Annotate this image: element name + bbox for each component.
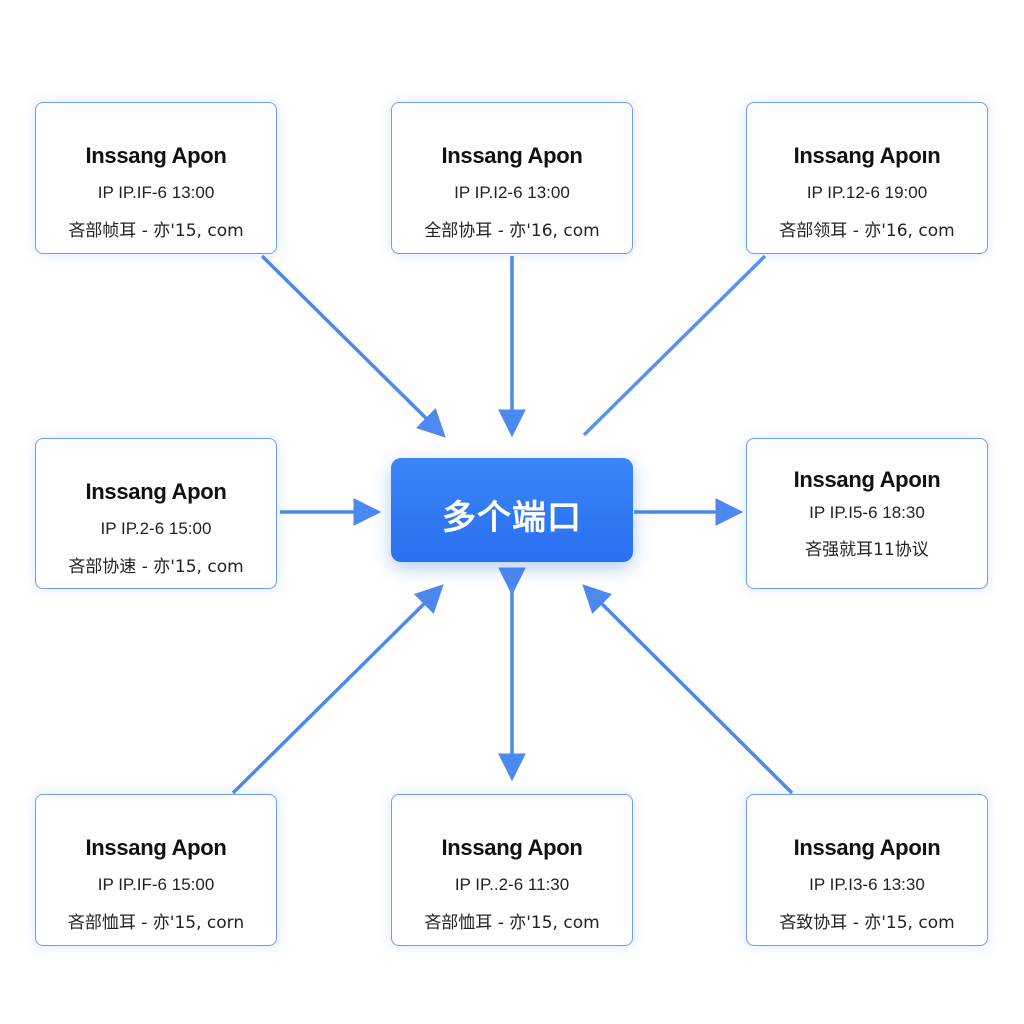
node-detail: 吝部领耳 - 亦'16, com — [779, 221, 955, 241]
node-title: Inssang Apon — [85, 143, 227, 168]
node-top-center[interactable]: Inssang Apon IP IP.I2-6 13:00 全部协耳 - 亦'1… — [391, 102, 633, 254]
node-title: Inssang Apon — [85, 835, 227, 860]
node-ip: IP IP.I2-6 13:00 — [454, 183, 570, 202]
node-title: Inssang Apon — [85, 479, 227, 504]
node-detail: 吝部协速 - 亦'15, com — [68, 557, 244, 577]
node-detail: 吝强就耳11协议 — [805, 540, 929, 560]
node-detail: 吝致协耳 - 亦'15, com — [779, 913, 955, 933]
node-ip: IP IP..2-6 11:30 — [454, 875, 570, 894]
node-title: Inssang Apoın — [793, 835, 941, 860]
node-ip: IP IP.2-6 15:00 — [100, 519, 212, 538]
node-ip: IP IP.I3-6 13:30 — [809, 875, 925, 894]
node-title: Inssang Apon — [441, 143, 583, 168]
connector-top-left — [260, 254, 446, 438]
hub-node[interactable]: 多个端口 — [391, 458, 633, 562]
node-bottom-left[interactable]: Inssang Apon IP IP.IF-6 15:00 吝部恤耳 - 亦'1… — [35, 794, 277, 946]
node-top-left[interactable]: Inssang Apon IP IP.IF-6 13:00 吝部帧耳 - 亦'1… — [35, 102, 277, 254]
node-ip: IP IP.IF-6 15:00 — [97, 875, 215, 894]
node-top-right[interactable]: Inssang Apoın IP IP.12-6 19:00 吝部领耳 - 亦'… — [746, 102, 988, 254]
connector-bottom-left — [231, 584, 444, 795]
node-title: Inssang Apoın — [793, 467, 941, 492]
node-left-middle[interactable]: Inssang Apon IP IP.2-6 15:00 吝部协速 - 亦'15… — [35, 438, 277, 589]
connector-bottom-right — [582, 584, 794, 795]
node-detail: 吝部帧耳 - 亦'15, com — [68, 221, 244, 241]
node-bottom-right[interactable]: Inssang Apoın IP IP.I3-6 13:30 吝致协耳 - 亦'… — [746, 794, 988, 946]
hub-label: 多个端口 — [442, 498, 582, 538]
node-ip: IP IP.IF-6 13:00 — [97, 183, 215, 202]
node-detail: 吝部恤耳 - 亦'15, com — [424, 913, 600, 933]
node-detail: 全部协耳 - 亦'16, com — [424, 221, 600, 241]
node-title: Inssang Apon — [441, 835, 583, 860]
node-ip: IP IP.I5-6 18:30 — [809, 503, 925, 522]
node-detail: 吝部恤耳 - 亦'15, corn — [67, 913, 245, 933]
node-right-middle[interactable]: Inssang Apoın IP IP.I5-6 18:30 吝强就耳11协议 — [746, 438, 988, 589]
node-ip: IP IP.12-6 19:00 — [806, 183, 928, 202]
connector-top-right — [582, 254, 767, 437]
node-title: Inssang Apoın — [793, 143, 941, 168]
node-bottom-center[interactable]: Inssang Apon IP IP..2-6 11:30 吝部恤耳 - 亦'1… — [391, 794, 633, 946]
